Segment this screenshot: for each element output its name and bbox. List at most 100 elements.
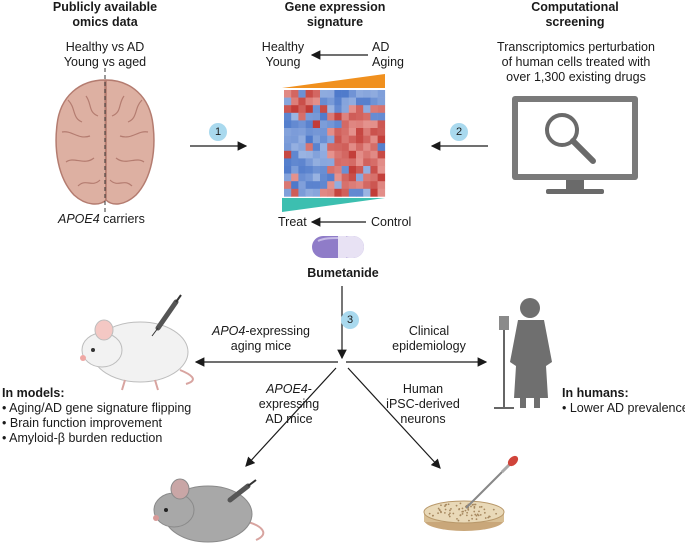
models-heading: In models: <box>2 386 65 400</box>
heatmap-cell <box>334 112 342 121</box>
heatmap-cell <box>377 181 386 190</box>
cell-dot <box>474 513 477 516</box>
patient-icon <box>510 298 552 408</box>
heatmap-cell <box>298 105 306 114</box>
heatmap-cell <box>363 181 371 190</box>
heatmap-cell <box>377 128 386 136</box>
heatmap-cell <box>298 120 306 129</box>
cell-dot <box>466 511 469 514</box>
cell-dot <box>437 507 440 510</box>
models-item: • Brain function improvement <box>2 416 163 430</box>
heatmap-cell <box>341 90 350 98</box>
pipette-icon <box>465 455 519 509</box>
heatmap-cell <box>305 181 314 190</box>
cell-dot <box>438 509 441 512</box>
cell-dot <box>483 511 486 514</box>
cell-dot <box>473 505 476 508</box>
cell-dot <box>484 517 487 519</box>
heatmap-cell <box>356 105 364 114</box>
cell-dot <box>447 503 450 506</box>
heatmap-cell <box>291 150 299 159</box>
heatmap-cell <box>370 181 378 190</box>
heatmap-cell <box>370 112 378 121</box>
heatmap-cell <box>298 166 306 174</box>
humans-heading: In humans: <box>562 386 629 400</box>
heatmap-cell <box>284 112 292 121</box>
cell-dot <box>471 517 474 520</box>
heatmap-cell <box>334 105 342 114</box>
heatmap-cell <box>327 120 335 129</box>
heatmap-cell <box>363 158 371 167</box>
heatmap-cell <box>356 97 364 106</box>
heatmap-cell <box>341 105 350 114</box>
teal-wedge <box>282 198 385 212</box>
heatmap-cell <box>284 120 292 129</box>
heatmap-cell <box>312 90 321 98</box>
cell-dot <box>440 511 442 514</box>
heatmap-cell <box>356 181 364 190</box>
heatmap-cell <box>370 188 378 197</box>
heatmap-cell <box>348 112 357 121</box>
cell-dot <box>461 513 464 515</box>
heatmap-cell <box>356 128 364 136</box>
heatmap-cell <box>327 112 335 121</box>
heatmap-cell <box>356 112 364 121</box>
cell-dot <box>456 517 458 520</box>
heatmap-cell <box>284 158 292 167</box>
heatmap-cell <box>356 173 364 182</box>
heatmap-cell <box>320 112 328 121</box>
heatmap-cell <box>312 181 321 190</box>
heatmap-cell <box>363 97 371 106</box>
heatmap-cell <box>377 143 386 152</box>
cell-dot <box>467 509 470 511</box>
cell-dot <box>474 503 477 506</box>
heatmap-cell <box>348 128 357 136</box>
heatmap-cell <box>356 90 364 98</box>
step-2-badge: 2 <box>450 123 468 141</box>
heatmap-cell <box>370 90 378 98</box>
heatmap-cell <box>334 166 342 174</box>
heatmap-cell <box>348 135 357 144</box>
models-item: • Amyloid-β burden reduction <box>2 431 163 445</box>
heatmap-cell <box>305 112 314 121</box>
heatmap-cell <box>298 112 306 121</box>
heatmap-cell <box>348 181 357 190</box>
heatmap-cell <box>356 188 364 197</box>
heatmap-cell <box>305 128 314 136</box>
heatmap-cell <box>291 158 299 167</box>
cell-dot <box>492 508 495 511</box>
heatmap-cell <box>327 173 335 182</box>
cell-dot <box>477 514 480 517</box>
heatmap-cell <box>312 166 321 174</box>
heatmap-cell <box>291 143 299 152</box>
heatmap-cell <box>305 97 314 106</box>
heatmap-cell <box>327 188 335 197</box>
heatmap-cell <box>320 135 328 144</box>
heatmap-cell <box>348 120 357 129</box>
heatmap-cell <box>341 97 350 106</box>
heatmap-cell <box>327 128 335 136</box>
models-item: • Aging/AD gene signature flipping <box>2 401 192 415</box>
heatmap-cell <box>298 158 306 167</box>
heatmap-cell <box>320 158 328 167</box>
heatmap-cell <box>348 143 357 152</box>
heatmap-cell <box>341 120 350 129</box>
heatmap-cell <box>291 181 299 190</box>
heatmap-cell <box>320 166 328 174</box>
heatmap-cell <box>363 166 371 174</box>
heatmap-cell <box>312 173 321 182</box>
heatmap-cell <box>370 173 378 182</box>
heatmap-cell <box>327 97 335 106</box>
heatmap-cell <box>370 150 378 159</box>
cell-dot <box>465 514 468 517</box>
heatmap-cell <box>377 90 386 98</box>
heatmap-cell <box>348 166 357 174</box>
heatmap-cell <box>298 181 306 190</box>
pill-icon <box>312 236 364 258</box>
heatmap-cell <box>305 158 314 167</box>
heatmap-cell <box>377 97 386 106</box>
